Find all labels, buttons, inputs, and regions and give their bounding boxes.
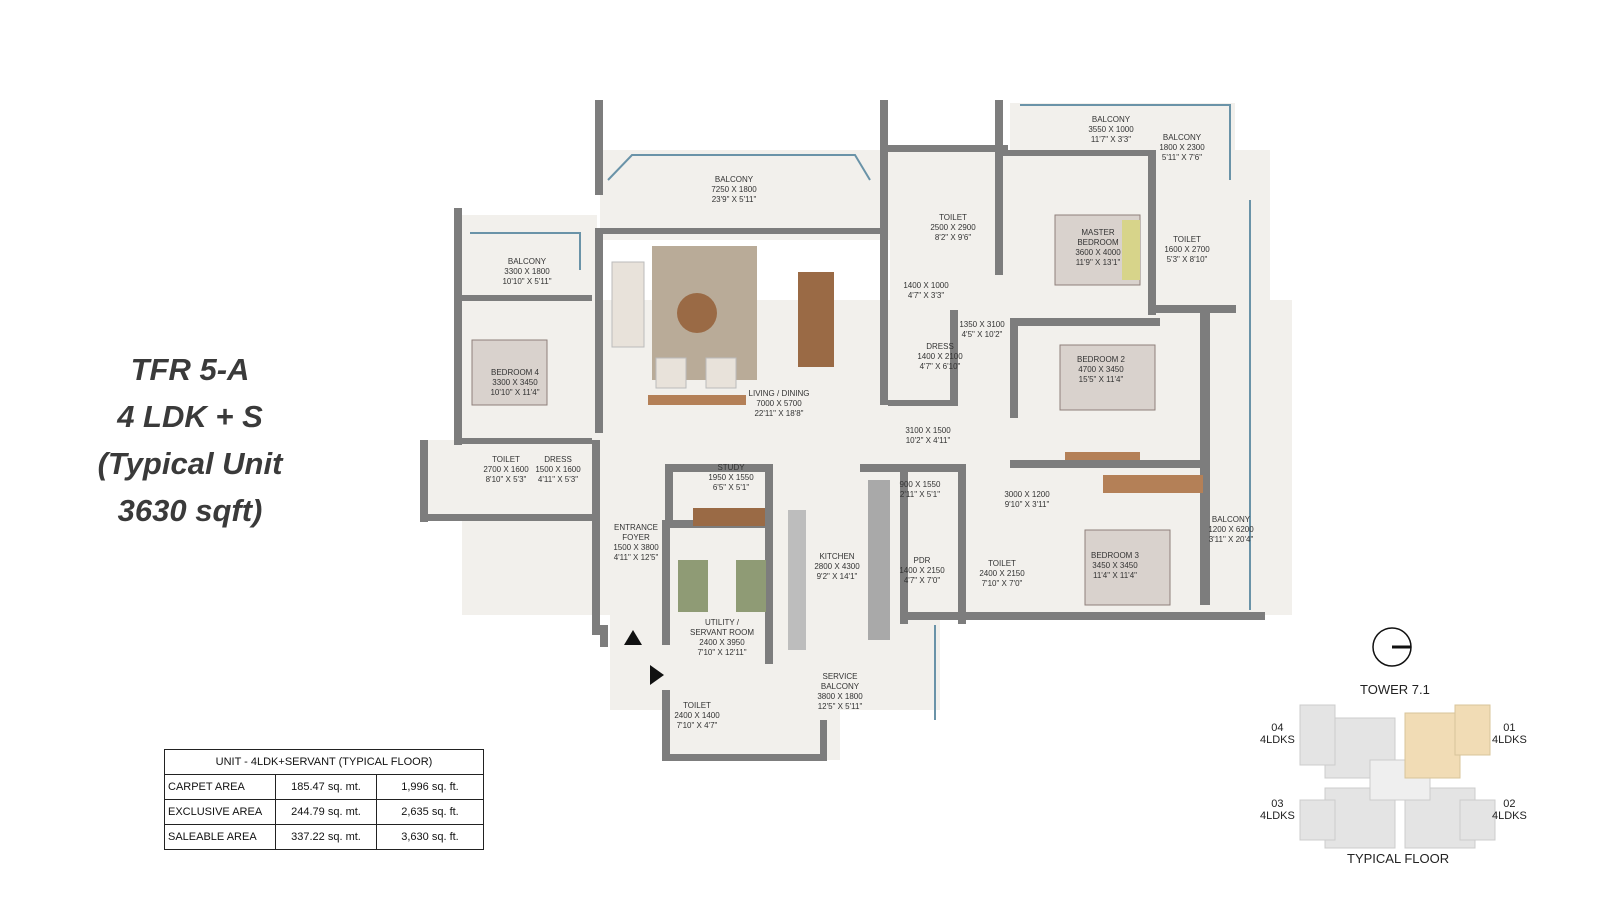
floor-areas — [428, 103, 1292, 760]
tower-label: TOWER 7.1 — [1360, 682, 1430, 697]
entry-arrow-icon — [650, 665, 664, 685]
area-table-header: UNIT - 4LDK+SERVANT (TYPICAL FLOOR) — [164, 749, 484, 775]
balcony-railings — [470, 104, 1251, 720]
entry-arrow-icon — [624, 630, 642, 645]
row-sqft: 2,635 sq. ft. — [376, 799, 484, 825]
unit-title: TFR 5-A — [130, 352, 250, 387]
row-label: EXCLUSIVE AREA — [164, 799, 276, 825]
typical-floor-label: TYPICAL FLOOR — [1347, 851, 1450, 866]
unit-subtitle: (Typical Unit — [97, 446, 283, 481]
row-sqft: 1,996 sq. ft. — [376, 774, 484, 800]
row-sqm: 185.47 sq. mt. — [275, 774, 377, 800]
unit-size: 3630 sqft) — [117, 493, 263, 528]
area-table: UNIT - 4LDK+SERVANT (TYPICAL FLOOR) CARP… — [164, 749, 484, 850]
row-sqm: 244.79 sq. mt. — [275, 799, 377, 825]
row-label: SALEABLE AREA — [164, 824, 276, 850]
key-plan — [1299, 704, 1496, 849]
north-arrow-icon — [1372, 627, 1412, 667]
walls — [420, 100, 1265, 761]
row-sqft: 3,630 sq. ft. — [376, 824, 484, 850]
unit-type: 4 LDK + S — [117, 399, 263, 434]
row-label: CARPET AREA — [164, 774, 276, 800]
furniture — [471, 214, 1203, 650]
row-sqm: 337.22 sq. mt. — [275, 824, 377, 850]
